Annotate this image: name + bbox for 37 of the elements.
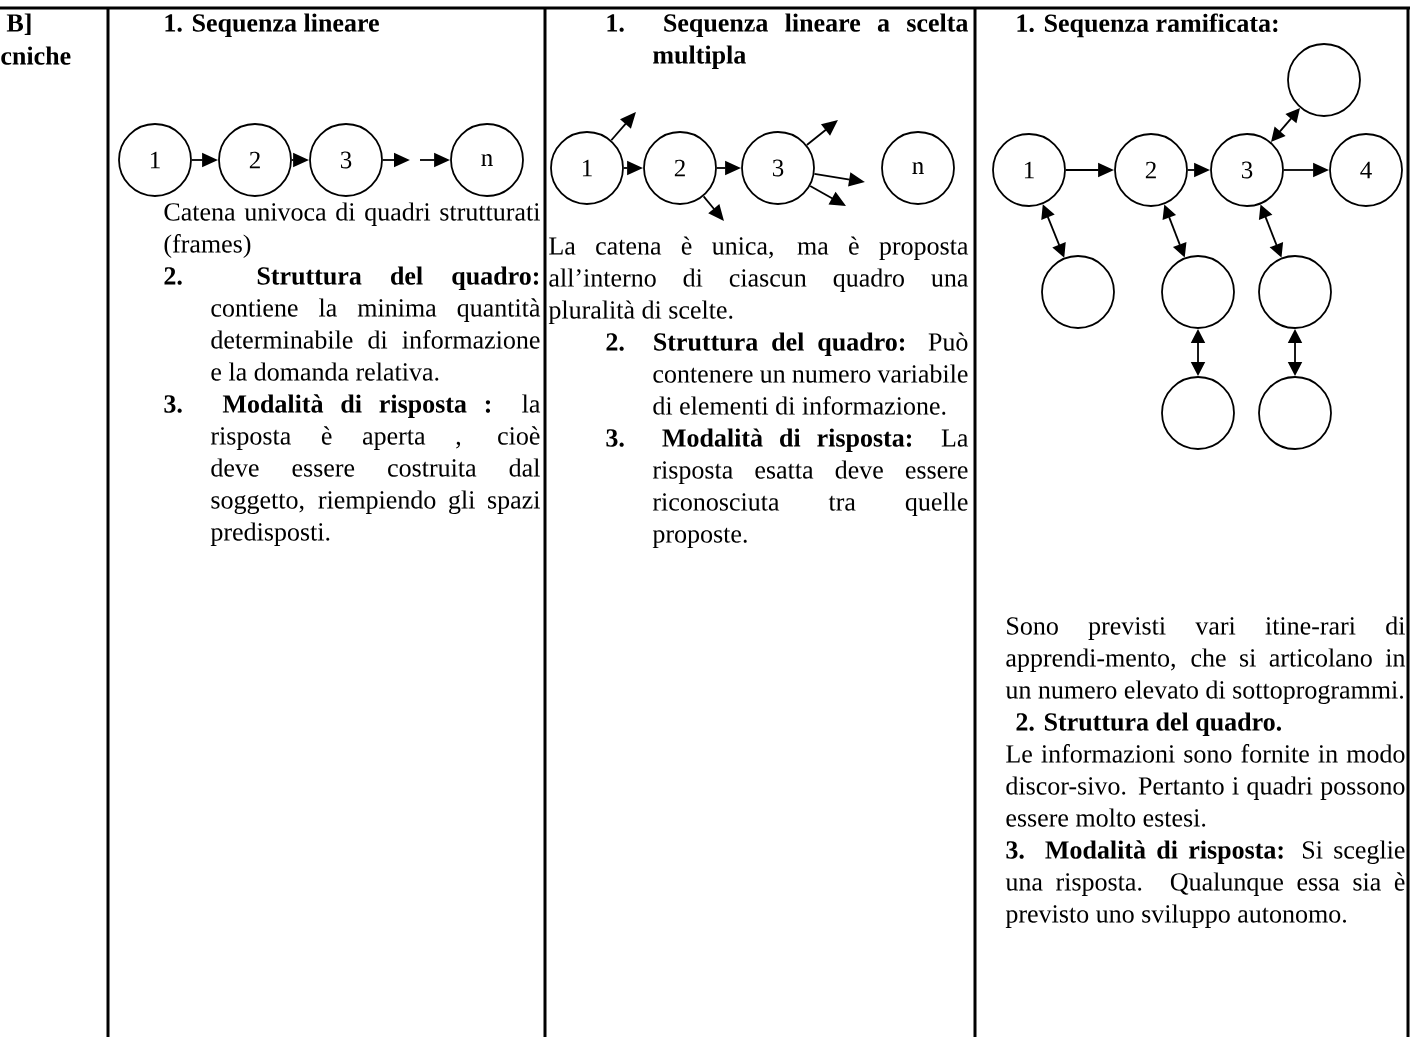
paragraph: 3. Modalità di risposta: La risposta esatta deve essere riconosciuta tra quelle proposte. bbox=[606, 428, 969, 548]
circle-node: 3 bbox=[1210, 133, 1284, 207]
circle-node: n bbox=[450, 123, 524, 197]
circle-node: 1 bbox=[118, 123, 192, 197]
arrow bbox=[1271, 108, 1300, 142]
paragraph: 3. Modalità di risposta: Si sceglie una risposta. Qualunque essa sia è previsto uno sviluppo autonomo. bbox=[1005, 840, 1405, 928]
paragraph: Sono previsti vari itine-rari di apprendi-mento, che si articolano in un numero elevato di sottoprogrammi. bbox=[1005, 616, 1406, 705]
circle-node: 1 bbox=[992, 133, 1066, 207]
circle-node: 4 bbox=[1329, 133, 1403, 207]
paragraph: 2. Struttura del quadro: contiene la minima quantità determinabile di informazione e la domanda relativa. bbox=[164, 266, 541, 381]
circle-node: 3 bbox=[741, 131, 815, 205]
circle-node bbox=[1161, 255, 1235, 329]
paragraph: 2. Struttura del quadro. bbox=[1016, 712, 1282, 736]
arrow bbox=[702, 195, 724, 221]
circle-node: 2 bbox=[643, 131, 717, 205]
circle-node bbox=[1161, 376, 1235, 450]
circle-node: n bbox=[881, 131, 955, 205]
row-label: B] bbox=[6, 13, 31, 35]
circle-node bbox=[1041, 255, 1115, 329]
circle-node: 3 bbox=[309, 123, 383, 197]
circle-node: 2 bbox=[1114, 133, 1188, 207]
circle-node: 2 bbox=[218, 123, 292, 197]
circle-node bbox=[1287, 43, 1361, 117]
circle-node: 1 bbox=[550, 131, 624, 205]
paragraph: Le informazioni sono fornite in modo discor-sivo. Pertanto i quadri possono essere molto estesi. bbox=[1006, 744, 1405, 827]
circle-node bbox=[1258, 376, 1332, 450]
paragraph: 3. Modalità di risposta : la risposta è aperta , cioè deve essere costruita dal soggetto, riempiendo gli spazi predisposti. bbox=[164, 394, 541, 546]
arrow bbox=[610, 112, 636, 142]
row-label: cniche bbox=[1, 46, 71, 65]
paragraph: Catena univoca di quadri strutturati (frames) bbox=[164, 202, 540, 258]
paragraph: 2. Struttura del quadro: Può contenere un numero variabile di elementi di informazione. bbox=[606, 332, 968, 415]
circle-node bbox=[1258, 255, 1332, 329]
heading: 1. Sequenza ramificata: bbox=[1017, 13, 1278, 38]
heading: 1. Sequenza lineare a scelta multipla bbox=[607, 13, 968, 69]
heading: 1. Sequenza lineare bbox=[165, 13, 379, 37]
paragraph: La catena è unica, ma è proposta all’interno di ciascun quadro una pluralità di scelte. bbox=[548, 236, 969, 324]
arrow bbox=[805, 120, 838, 146]
